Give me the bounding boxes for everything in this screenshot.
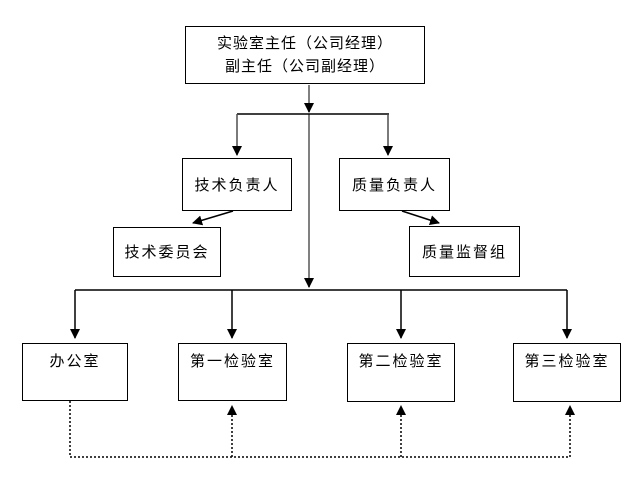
connector-feedback-dotted bbox=[69, 401, 575, 458]
node-office-label: 办公室 bbox=[49, 352, 101, 370]
node-tech-committee-label: 技术委员会 bbox=[124, 243, 210, 261]
node-director-line1: 实验室主任（公司经理） bbox=[216, 34, 393, 52]
node-quality-lead-label: 质量负责人 bbox=[351, 175, 437, 194]
node-tech-lead-label: 技术负责人 bbox=[194, 175, 280, 194]
node-director-line2: 副主任（公司副经理） bbox=[224, 57, 385, 75]
node-lab1: 第一检验室 bbox=[178, 343, 287, 401]
node-quality-supervision-label: 质量监督组 bbox=[421, 242, 507, 261]
connector-level2-split bbox=[232, 113, 393, 156]
node-quality-lead: 质量负责人 bbox=[339, 158, 450, 211]
node-lab1-label: 第一检验室 bbox=[189, 352, 275, 370]
node-lab2-label: 第二检验室 bbox=[358, 352, 444, 370]
node-tech-committee: 技术委员会 bbox=[113, 227, 221, 277]
node-quality-supervision: 质量监督组 bbox=[409, 226, 520, 277]
node-lab2: 第二检验室 bbox=[347, 343, 455, 402]
node-lab3: 第三检验室 bbox=[513, 343, 621, 402]
node-director: 实验室主任（公司经理） 副主任（公司副经理） bbox=[185, 26, 425, 84]
node-tech-lead: 技术负责人 bbox=[182, 158, 292, 211]
node-lab3-label: 第三检验室 bbox=[524, 352, 610, 370]
connector-diagonals bbox=[192, 210, 440, 226]
node-office: 办公室 bbox=[22, 343, 128, 401]
connector-distribution bbox=[70, 289, 572, 339]
